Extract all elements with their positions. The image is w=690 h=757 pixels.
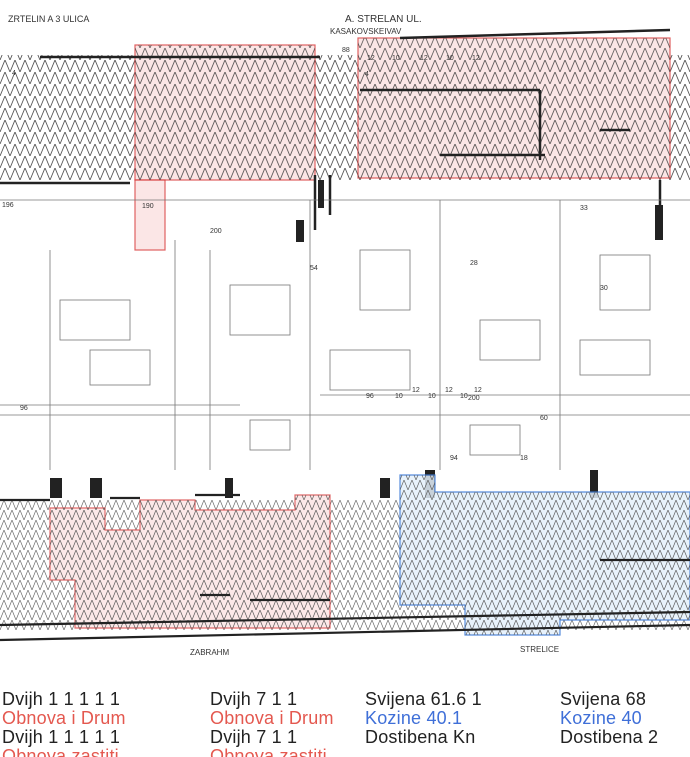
legend-text: Dvijh 1 1 1 1 1: [2, 689, 121, 709]
dim-misc-4: 60: [540, 415, 548, 422]
dim-top-4: 12: [420, 55, 428, 62]
legend-text: Kozine 40: [560, 708, 642, 728]
dim-top-3: 10: [392, 55, 400, 62]
interior-lines: [0, 199, 690, 470]
dim-mid-0: 96: [366, 393, 374, 400]
dim-top-5: 10: [446, 55, 454, 62]
legend-text: Obnova zastiti: [2, 746, 119, 757]
legend-col-2: Dvijh 7 1 1 Obnova i Drum Dvijh 7 1 1 Ob…: [210, 690, 334, 757]
legend-text: Obnova i Drum: [210, 708, 334, 728]
street-label-top-left: ZRTELIN A 3 ULICA: [8, 14, 89, 24]
floor-plan: ZRTELIN A 3 ULICA A. STRELAN UL. KASAKOV…: [0, 14, 690, 657]
dim-mid-7: 200: [468, 395, 480, 402]
legend-text: Dvijh 7 1 1: [210, 689, 298, 709]
legend-text: Dvijh 7 1 1: [210, 727, 298, 747]
dim-top-0: 4: [12, 70, 16, 77]
dim-misc-3: 94: [450, 455, 458, 462]
legend-text: Dvijh 1 1 1 1 1: [2, 727, 121, 747]
dim-misc-2: 33: [580, 205, 588, 212]
dim-mid-2: 12: [412, 387, 420, 394]
bottom-walls: [0, 493, 690, 642]
dim-mid-4: 12: [445, 387, 453, 394]
dim-top-1: 88: [342, 47, 350, 54]
legend: Dvijh 1 1 1 1 1 Obnova i Drum Dvijh 1 1 …: [0, 680, 690, 757]
legend-col-1: Dvijh 1 1 1 1 1 Obnova i Drum Dvijh 1 1 …: [2, 690, 126, 757]
legend-text: Svijena 68: [560, 689, 647, 709]
legend-text: Svijena 61.6 1: [365, 689, 482, 709]
street-label-top-center: A. STRELAN UL.: [345, 14, 422, 25]
legend-text: Obnova zastiti: [210, 746, 327, 757]
street-label-top-center-sub: KASAKOVSKEIVAV: [330, 27, 402, 36]
legend-col-3: Svijena 61.6 1 Kozine 40.1 Dostibena Kn: [365, 690, 482, 747]
dim-top-2: 12: [367, 55, 375, 62]
dim-left-2: 190: [142, 203, 154, 210]
dim-mid-5: 10: [460, 393, 468, 400]
street-label-bottom-left: ZABRAHM: [190, 648, 229, 657]
dim-misc-6: 30: [600, 285, 608, 292]
legend-col-4: Svijena 68 Kozine 40 Dostibena 2: [560, 690, 658, 747]
dim-mid-3: 10: [428, 393, 436, 400]
dim-top-6: 12: [472, 55, 480, 62]
dim-left-1: 200: [210, 228, 222, 235]
legend-text: Obnova i Drum: [2, 708, 126, 728]
red-zone-left-post: [134, 179, 166, 251]
legend-text: Dostibena 2: [560, 727, 659, 747]
dim-left-0: 196: [2, 202, 14, 209]
top-walls: [0, 28, 671, 240]
street-label-bottom-right: STRELICE: [520, 645, 559, 654]
dim-misc-7: 18: [520, 455, 528, 462]
dim-misc-0: 54: [310, 265, 318, 272]
dim-misc-1: 28: [470, 260, 478, 267]
dim-mid-6: 12: [474, 387, 482, 394]
dim-misc-5: 96: [20, 405, 28, 412]
legend-text: Dostibena Kn: [365, 727, 476, 747]
dim-mid-1: 10: [395, 393, 403, 400]
dim-top-7: 4: [365, 71, 369, 78]
legend-text: Kozine 40.1: [365, 708, 463, 728]
